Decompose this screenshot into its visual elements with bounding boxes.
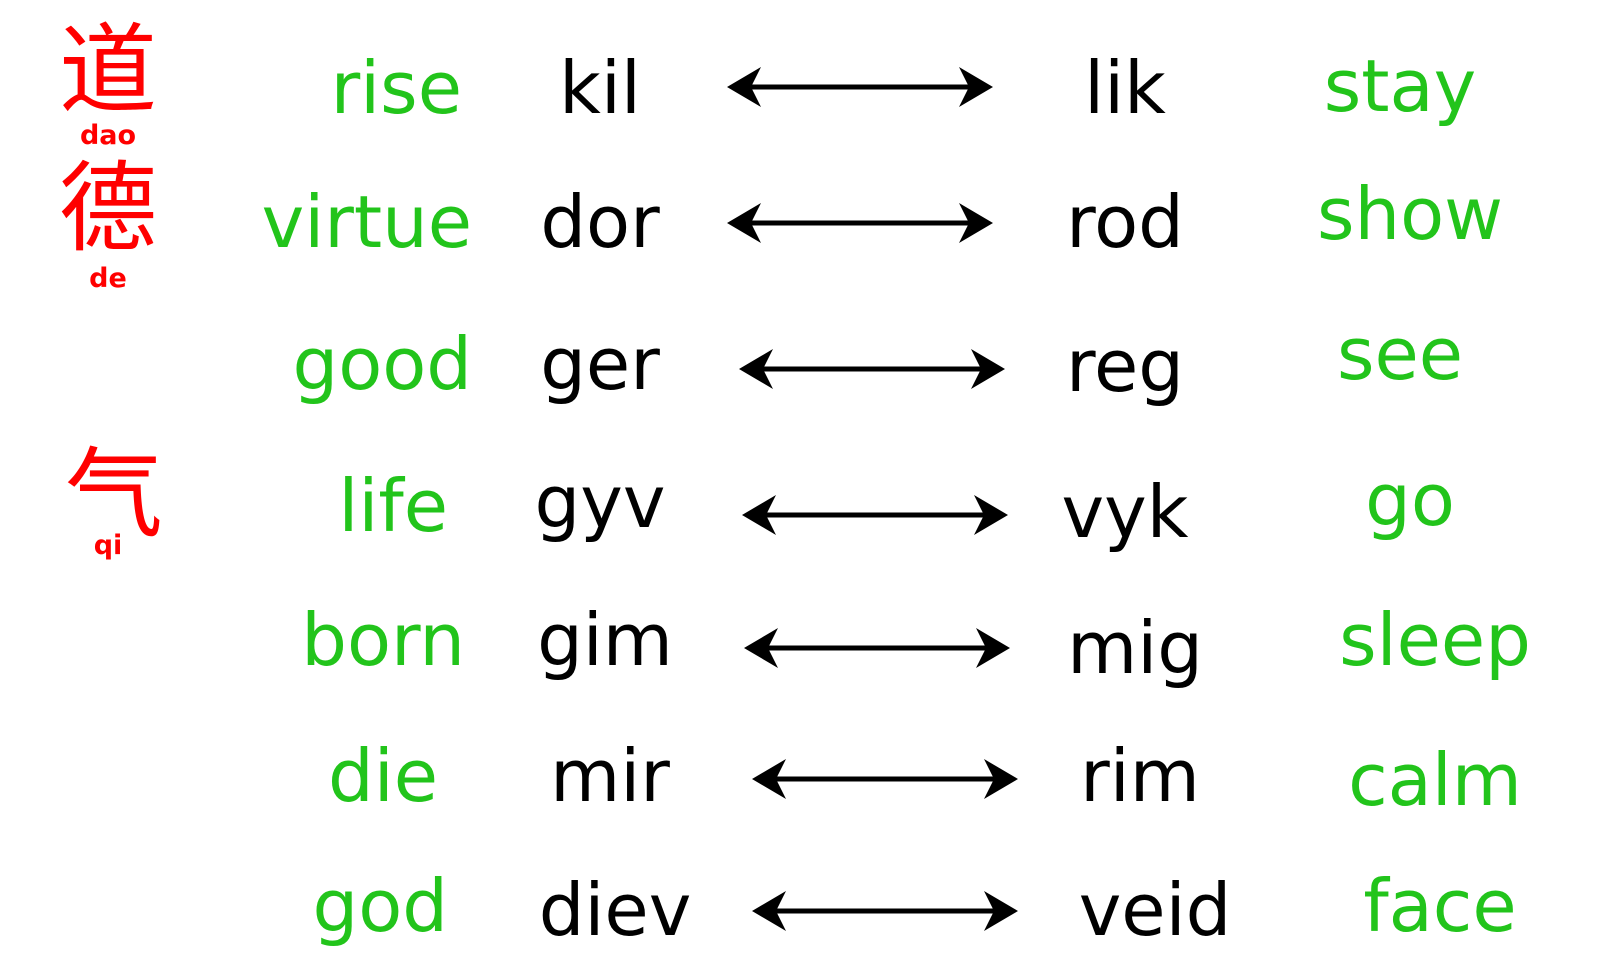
left-meaning: rise [330,46,462,130]
right-word: lik [1084,46,1166,130]
right-meaning: go [1365,458,1455,542]
left-meaning: god [312,864,448,948]
right-word: veid [1078,868,1232,952]
left-word: gim [537,598,673,682]
pinyin-dao: dao [79,120,137,151]
left-word: kil [559,46,641,130]
left-meaning: life [338,464,448,548]
left-meaning: virtue [261,180,472,264]
right-meaning: show [1316,172,1504,256]
double-headed-arrow-icon [744,628,1010,668]
left-word: gyv [534,460,666,544]
pinyin-qi: qi [93,530,123,561]
right-meaning: sleep [1339,598,1531,682]
double-headed-arrow-icon [752,759,1018,799]
hanzi-dao: 道 [58,14,157,128]
left-meaning: die [327,734,438,818]
left-word: dor [540,180,660,264]
right-meaning: see [1336,312,1464,396]
right-word: vyk [1061,470,1189,554]
right-word: reg [1065,324,1185,408]
right-meaning: stay [1323,44,1477,128]
left-word: diev [538,868,692,952]
double-headed-arrow-icon [739,349,1005,389]
double-headed-arrow-icon [727,67,993,107]
right-word: mig [1067,606,1203,690]
pinyin-de: de [89,263,127,294]
right-meaning: calm [1348,738,1522,822]
left-meaning: good [292,322,472,406]
double-headed-arrow-icon [752,891,1018,931]
left-word: ger [540,322,660,406]
hanzi-qi: 气 [64,438,163,552]
right-meaning: face [1363,864,1517,948]
double-headed-arrow-icon [742,495,1008,535]
hanzi-de: 德 [58,152,157,266]
left-meaning: born [301,598,465,682]
left-word: mir [550,734,670,818]
right-word: rod [1066,180,1184,264]
right-word: rim [1080,734,1200,818]
double-headed-arrow-icon [727,203,993,243]
